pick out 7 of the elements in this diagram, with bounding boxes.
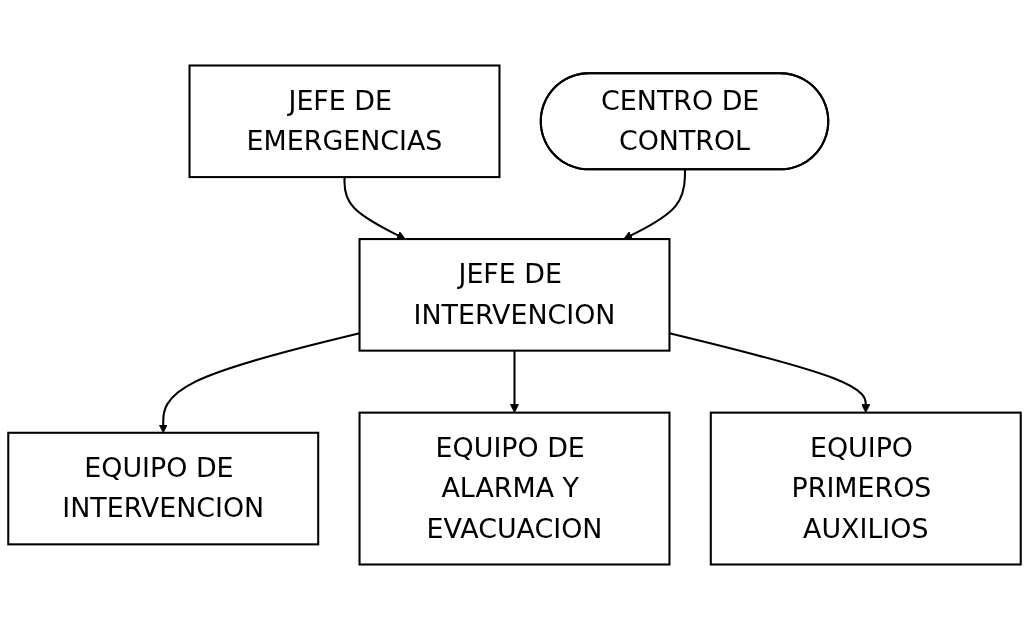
node-box: JEFE DE INTERVENCION: [358, 238, 671, 352]
arrow: [623, 169, 687, 240]
arrow: [343, 177, 406, 240]
node-box: JEFE DE EMERGENCIAS: [188, 64, 501, 179]
node-box: EQUIPO DE ALARMA Y EVACUACION: [358, 411, 671, 566]
node-box: EQUIPO DE INTERVENCION: [7, 431, 320, 546]
node-box: EQUIPO PRIMEROS AUXILIOS: [709, 411, 1022, 566]
